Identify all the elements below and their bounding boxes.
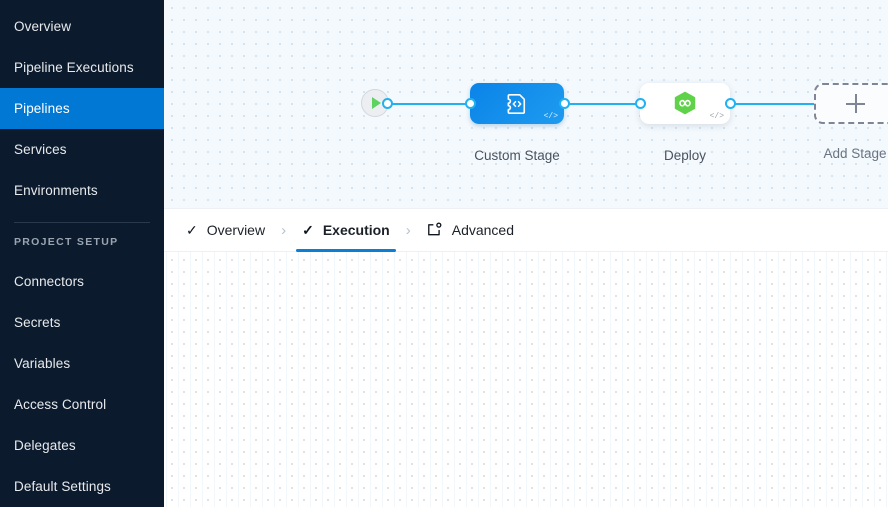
add-stage-button[interactable] (814, 83, 888, 124)
edge-start-to-custom-stage (386, 103, 472, 105)
port-start-out[interactable] (382, 98, 393, 109)
custom-stage-code-icon (507, 93, 526, 114)
port-deploy-in[interactable] (635, 98, 646, 109)
tab-separator-chevron-right-icon: › (405, 221, 411, 239)
tab-overview[interactable]: ✓ Overview (176, 208, 275, 252)
sidebar-item-secrets[interactable]: Secrets (0, 302, 164, 343)
stage-node-custom-stage[interactable]: </> (470, 83, 564, 124)
sidebar-item-label: Default Settings (14, 479, 111, 494)
sidebar-item-delegates[interactable]: Delegates (0, 425, 164, 466)
port-custom-stage-in[interactable] (465, 98, 476, 109)
harness-deploy-hexagon-icon (674, 91, 696, 114)
sidebar-item-label: Services (14, 142, 67, 157)
plus-icon (846, 94, 865, 113)
sidebar-item-label: Variables (14, 356, 71, 371)
check-icon: ✓ (186, 221, 198, 238)
sidebar-item-label: Connectors (14, 274, 85, 289)
stage-tab-bar: ✓ Overview › ✓ Execution › Advanced (164, 208, 888, 252)
yaml-badge-icon: </> (543, 112, 558, 121)
tab-execution[interactable]: ✓ Execution (292, 208, 400, 252)
sidebar-item-label: Overview (14, 19, 72, 34)
sidebar-item-access-control[interactable]: Access Control (0, 384, 164, 425)
stage-canvas[interactable]: </> Custom Stage </> Deploy (164, 0, 888, 208)
stage-label-deploy: Deploy (663, 148, 707, 163)
sidebar-item-overview[interactable]: Overview (0, 6, 164, 47)
main-area: </> Custom Stage </> Deploy (164, 0, 888, 507)
sidebar-item-default-settings[interactable]: Default Settings (0, 466, 164, 507)
tab-label: Overview (206, 222, 266, 238)
sidebar-item-pipeline-executions[interactable]: Pipeline Executions (0, 47, 164, 88)
sidebar-item-pipelines[interactable]: Pipelines (0, 88, 164, 129)
sidebar-item-environments[interactable]: Environments (0, 170, 164, 211)
sidebar-section-project-setup: PROJECT SETUP (14, 236, 119, 248)
sidebar-item-label: Environments (14, 183, 98, 198)
sidebar-item-connectors[interactable]: Connectors (0, 261, 164, 302)
execution-step-canvas[interactable]: ||| </> Stage Group Template A (164, 252, 888, 507)
sidebar-item-variables[interactable]: Variables (0, 343, 164, 384)
stage-node-deploy[interactable]: </> (640, 83, 730, 124)
sidebar-divider (14, 222, 150, 223)
step-node-layer: ||| </> Stage Group Template A (164, 252, 888, 507)
port-custom-stage-out[interactable] (559, 98, 570, 109)
tab-label: Advanced (451, 222, 515, 238)
sidebar-item-label: Pipeline Executions (14, 60, 134, 75)
pipeline-start-node[interactable] (361, 89, 389, 117)
tab-separator-chevron-right-icon: › (281, 221, 287, 239)
play-icon (372, 97, 381, 109)
yaml-badge-icon: </> (709, 112, 724, 121)
edge-deploy-to-add-stage (728, 103, 816, 105)
left-sidebar: Overview Pipeline Executions Pipelines S… (0, 0, 164, 507)
port-deploy-out[interactable] (725, 98, 736, 109)
edge-custom-stage-to-deploy (562, 103, 642, 105)
sidebar-item-label: Secrets (14, 315, 61, 330)
sidebar-item-label: Pipelines (14, 101, 70, 116)
tab-label: Execution (322, 222, 390, 238)
stage-label-add-stage: Add Stage (823, 146, 887, 161)
sidebar-item-label: Access Control (14, 397, 107, 412)
stage-node-layer: </> Custom Stage </> Deploy (164, 0, 888, 208)
advanced-settings-icon (427, 222, 442, 236)
sidebar-item-label: Delegates (14, 438, 76, 453)
stage-label-custom-stage: Custom Stage (474, 148, 560, 163)
check-icon: ✓ (302, 221, 314, 238)
sidebar-item-services[interactable]: Services (0, 129, 164, 170)
tab-advanced[interactable]: Advanced (417, 208, 524, 252)
